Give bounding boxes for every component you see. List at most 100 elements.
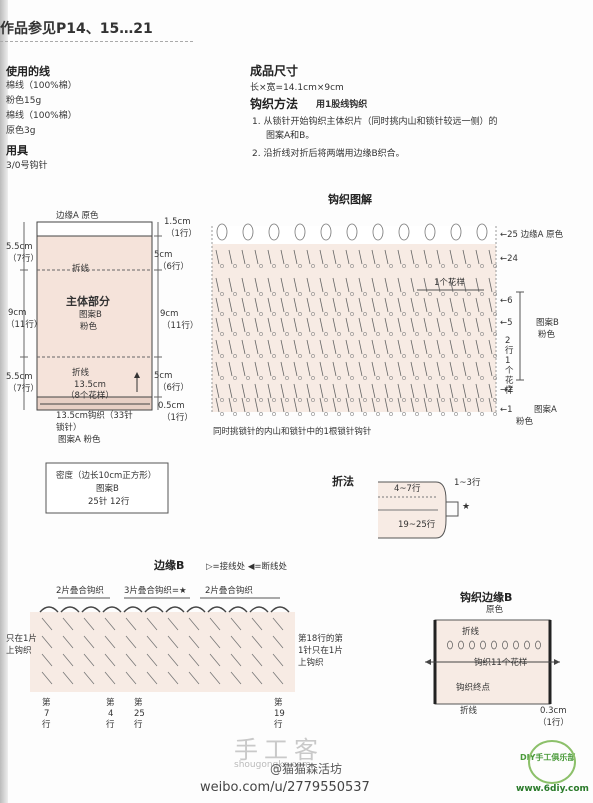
stitch-symbol — [358, 277, 363, 293]
chain-symbol — [441, 292, 445, 296]
edge-b-chart — [30, 597, 295, 692]
chain-symbol — [311, 376, 315, 380]
stitch-symbol — [462, 339, 467, 355]
edge-b-small-title: 钩织边缘B — [460, 591, 513, 604]
stitch-symbol — [475, 249, 480, 265]
chain-symbol — [350, 312, 354, 316]
chain-symbol — [272, 312, 276, 316]
stitch-symbol — [319, 317, 324, 333]
chain-symbol — [454, 312, 458, 316]
edge-b-stitch-symbol — [41, 653, 53, 667]
stitch-symbol — [332, 277, 337, 293]
chain-symbol — [480, 292, 484, 296]
stitch-symbol — [280, 339, 285, 355]
stitch-symbol — [423, 361, 428, 377]
stitch-symbol — [332, 339, 337, 355]
stitch-symbol — [462, 383, 467, 399]
edge-b-stitch-symbol — [83, 635, 95, 649]
chain-symbol — [428, 312, 432, 316]
edge-b-small-arrow-right — [554, 659, 560, 665]
fold-star: ★ — [462, 502, 471, 512]
step-1-cont: 图案A和B。 — [266, 131, 315, 141]
chain-symbol — [363, 264, 367, 268]
edge-b-arch-symbol — [60, 606, 80, 613]
edge-b-stitch-symbol — [167, 653, 179, 667]
stitch-symbol — [462, 397, 467, 413]
stitch-symbol — [215, 249, 220, 265]
yarn-heading: 使用的线 — [6, 65, 50, 78]
stitch-symbol — [410, 317, 415, 333]
width-label: 13.5cm — [74, 380, 106, 390]
stitch-symbol — [384, 249, 389, 265]
edge-b-stitch-symbol — [62, 617, 74, 631]
chain-symbol — [337, 264, 341, 268]
chain-symbol — [493, 312, 497, 316]
chain-symbol — [363, 376, 367, 380]
edge-b-stitch-symbol — [125, 635, 137, 649]
stitch-symbol — [228, 249, 233, 265]
fold-rows-top: 4~7行 — [394, 484, 421, 494]
stitch-symbol — [228, 397, 233, 413]
chain-symbol — [311, 312, 315, 316]
chain-symbol — [220, 332, 224, 336]
stitch-symbol — [267, 383, 272, 399]
chain-symbol — [441, 354, 445, 358]
chain-symbol — [480, 398, 484, 402]
chain-symbol — [389, 312, 393, 316]
stitch-symbol — [345, 361, 350, 377]
edge-b-small-picot — [491, 640, 497, 650]
chain-symbol — [220, 398, 224, 402]
chain-symbol — [480, 354, 484, 358]
stitch-symbol — [332, 317, 337, 333]
stitch-symbol — [384, 317, 389, 333]
fold-diagram — [378, 481, 459, 539]
stitch-symbol — [332, 397, 337, 413]
stitch-symbol — [462, 317, 467, 333]
chain-symbol — [454, 332, 458, 336]
stitch-symbol — [384, 339, 389, 355]
fold-title: 折法 — [332, 475, 354, 488]
left-dim-2-cm: 9cm — [8, 308, 27, 318]
chain-symbol — [259, 264, 263, 268]
stitch-symbol — [241, 397, 246, 413]
chain-symbol — [480, 312, 484, 316]
picot-symbol — [216, 223, 228, 241]
chain-symbol — [220, 354, 224, 358]
chain-symbol — [376, 354, 380, 358]
edge-b-small-dim: 0.3cm — [540, 706, 567, 716]
fold-label-bottom: 折线 — [72, 368, 90, 378]
stitch-symbol — [397, 277, 402, 293]
chain-symbol — [272, 292, 276, 296]
chain-symbol — [376, 332, 380, 336]
stitch-symbol — [371, 317, 376, 333]
stitch-symbol — [319, 339, 324, 355]
stitch-symbol — [332, 297, 337, 313]
chain-symbol — [389, 332, 393, 336]
edge-b-stitch-symbol — [272, 653, 284, 667]
chain-symbol — [428, 354, 432, 358]
chain-symbol — [363, 354, 367, 358]
edge-b-row-mark-4a: 第 — [274, 698, 283, 708]
edge-b-stitch-symbol — [272, 635, 284, 649]
stitch-symbol — [488, 249, 493, 265]
stitch-symbol — [241, 339, 246, 355]
stitch-symbol — [488, 317, 493, 333]
stitch-symbol — [254, 339, 259, 355]
chain-symbol — [285, 264, 289, 268]
watermark-logo-url: www.6diy.com — [516, 784, 589, 794]
edge-b-stitch-symbol — [230, 653, 242, 667]
edge-b-stitch-symbol — [62, 671, 74, 685]
left-dim-1-rows: （7行） — [8, 254, 39, 264]
header-divider — [0, 41, 193, 42]
chain-symbol — [467, 332, 471, 336]
stitch-symbol — [345, 339, 350, 355]
edge-b-stitch-symbol — [146, 635, 158, 649]
chain-symbol — [324, 312, 328, 316]
chart-bg — [212, 226, 496, 412]
picot-symbol — [398, 223, 410, 241]
fold-rows-bottom: 19~25行 — [398, 520, 436, 530]
chain-symbol — [233, 354, 237, 358]
stitch-symbol — [436, 317, 441, 333]
chain-symbol — [337, 354, 341, 358]
